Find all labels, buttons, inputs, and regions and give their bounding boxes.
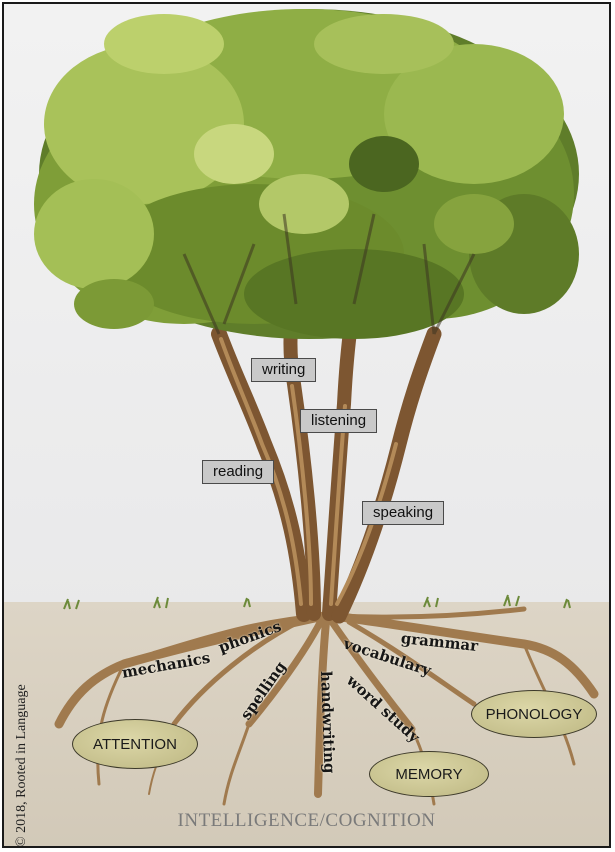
oval-phonology: PHONOLOGY — [471, 690, 597, 738]
branch-label-speaking: speaking — [362, 501, 444, 525]
memory-label: MEMORY — [395, 766, 462, 783]
intelligence-cognition-label: INTELLIGENCE/COGNITION — [4, 810, 609, 832]
branch-label-reading: reading — [202, 460, 274, 484]
phonology-label: PHONOLOGY — [486, 706, 583, 723]
branch-label-listening: listening — [300, 409, 377, 433]
attention-label: ATTENTION — [93, 736, 177, 753]
branch-label-writing: writing — [251, 358, 316, 382]
oval-attention: ATTENTION — [72, 719, 198, 769]
oval-memory: MEMORY — [369, 751, 489, 797]
tree-canopy — [34, 9, 579, 339]
copyright-notice: © 2018, Rooted in Language — [14, 684, 30, 847]
root-label-handwriting: handwriting — [317, 671, 339, 774]
